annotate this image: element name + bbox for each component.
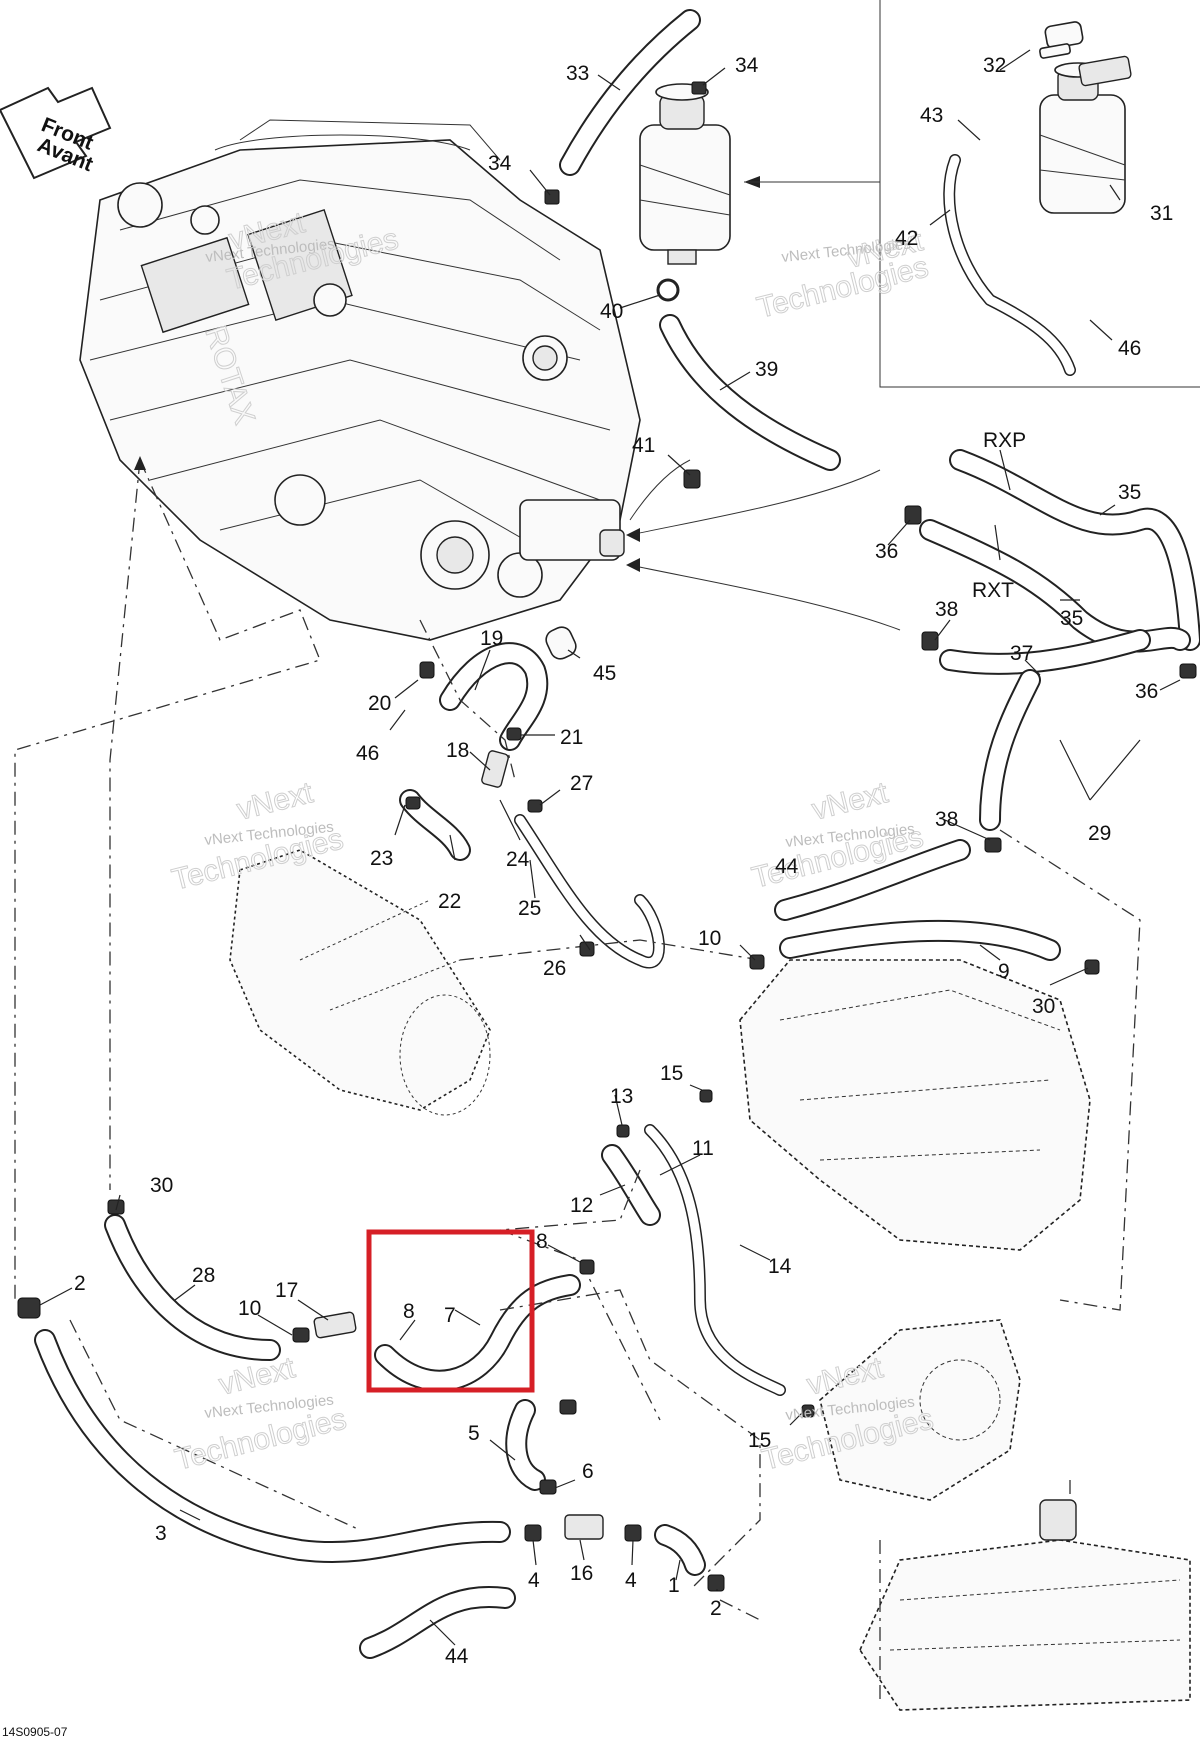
part-label-35: 35 <box>1118 481 1141 504</box>
part-label-3: 3 <box>155 1522 167 1545</box>
leader-lines <box>39 49 1181 1646</box>
part-label-11: 11 <box>692 1137 714 1160</box>
part-label-26: 26 <box>543 957 566 980</box>
watermark-large: vNext <box>234 776 317 827</box>
part-label-2: 2 <box>74 1272 86 1295</box>
part-label-35: 35 <box>1060 607 1083 630</box>
part-label-44: 44 <box>445 1645 469 1668</box>
part-label-39: 39 <box>755 358 778 381</box>
part-label-14: 14 <box>768 1255 792 1278</box>
part-label-46: 46 <box>1118 337 1141 360</box>
part-label-38: 38 <box>935 808 958 831</box>
watermark-large: vNext <box>809 776 892 827</box>
part-label-30: 30 <box>1032 995 1055 1018</box>
part-label-30: 30 <box>150 1174 173 1197</box>
reservoir-cap-32 <box>1039 21 1084 59</box>
flow-arrows <box>134 456 901 631</box>
part-label-38: 38 <box>935 598 958 621</box>
part-label-24: 24 <box>506 848 530 871</box>
part-label-2: 2 <box>710 1597 722 1620</box>
part-label-18: 18 <box>446 739 469 762</box>
part-label-4: 4 <box>528 1569 540 1592</box>
part-label-rxt: RXT <box>972 579 1014 602</box>
part-label-rxp: RXP <box>983 429 1026 452</box>
watermark-large: Technologies <box>754 250 932 324</box>
part-label-20: 20 <box>368 692 391 715</box>
part-label-37: 37 <box>1010 642 1033 665</box>
intercooler-assembly <box>739 959 1091 1251</box>
part-label-31: 31 <box>1150 202 1173 225</box>
part-label-33: 33 <box>566 62 589 85</box>
part-label-34: 34 <box>488 152 512 175</box>
part-label-8: 8 <box>536 1230 548 1253</box>
part-label-34: 34 <box>735 54 759 77</box>
part-label-17: 17 <box>275 1279 298 1302</box>
part-label-15: 15 <box>660 1062 683 1085</box>
part-label-46: 46 <box>356 742 379 765</box>
part-label-36: 36 <box>1135 680 1158 703</box>
part-label-10: 10 <box>238 1297 261 1320</box>
part-label-44: 44 <box>775 855 799 878</box>
part-label-43: 43 <box>920 104 943 127</box>
part-label-29: 29 <box>1088 822 1111 845</box>
part-label-22: 22 <box>438 890 461 913</box>
part-label-27: 27 <box>570 772 593 795</box>
part-label-7: 7 <box>444 1304 456 1327</box>
part-label-5: 5 <box>468 1422 480 1445</box>
part-label-25: 25 <box>518 897 541 920</box>
part-label-32: 32 <box>983 54 1006 77</box>
part-label-9: 9 <box>998 960 1010 983</box>
part-label-23: 23 <box>370 847 393 870</box>
part-label-42: 42 <box>895 227 918 250</box>
part-label-13: 13 <box>610 1085 633 1108</box>
clamps <box>17 81 1197 1592</box>
part-label-4: 4 <box>625 1569 637 1592</box>
part-label-15: 15 <box>748 1429 771 1452</box>
coolant-reservoir-inset <box>1039 55 1132 214</box>
highlight-box-part-7 <box>366 1229 535 1393</box>
part-label-16: 16 <box>570 1562 593 1585</box>
part-label-8: 8 <box>403 1300 415 1323</box>
front-direction-arrow: Front Avant <box>0 86 112 180</box>
part-label-19: 19 <box>480 627 503 650</box>
part-label-41: 41 <box>632 434 655 457</box>
part-label-1: 1 <box>668 1574 680 1597</box>
exhaust-muffler <box>229 849 491 1116</box>
ride-plate <box>859 1499 1191 1711</box>
drawing-reference-code: 14S0905-07 <box>2 1725 68 1739</box>
engine-assembly: ROTAX <box>79 119 641 641</box>
jet-pump-housing <box>819 1319 1021 1501</box>
part-label-6: 6 <box>582 1460 594 1483</box>
inset-panel <box>744 0 1200 388</box>
part-label-10: 10 <box>698 927 721 950</box>
part-label-28: 28 <box>192 1264 215 1287</box>
part-label-21: 21 <box>560 726 583 749</box>
part-label-12: 12 <box>570 1194 593 1217</box>
part-labels: 33 34 34 40 39 41 32 43 31 42 46 RXP 35 … <box>74 54 1173 1668</box>
part-label-36: 36 <box>875 540 898 563</box>
part-label-45: 45 <box>593 662 616 685</box>
part-label-40: 40 <box>600 300 623 323</box>
coolant-reservoir-main <box>639 83 731 265</box>
watermark-large: vNext <box>216 1351 299 1402</box>
